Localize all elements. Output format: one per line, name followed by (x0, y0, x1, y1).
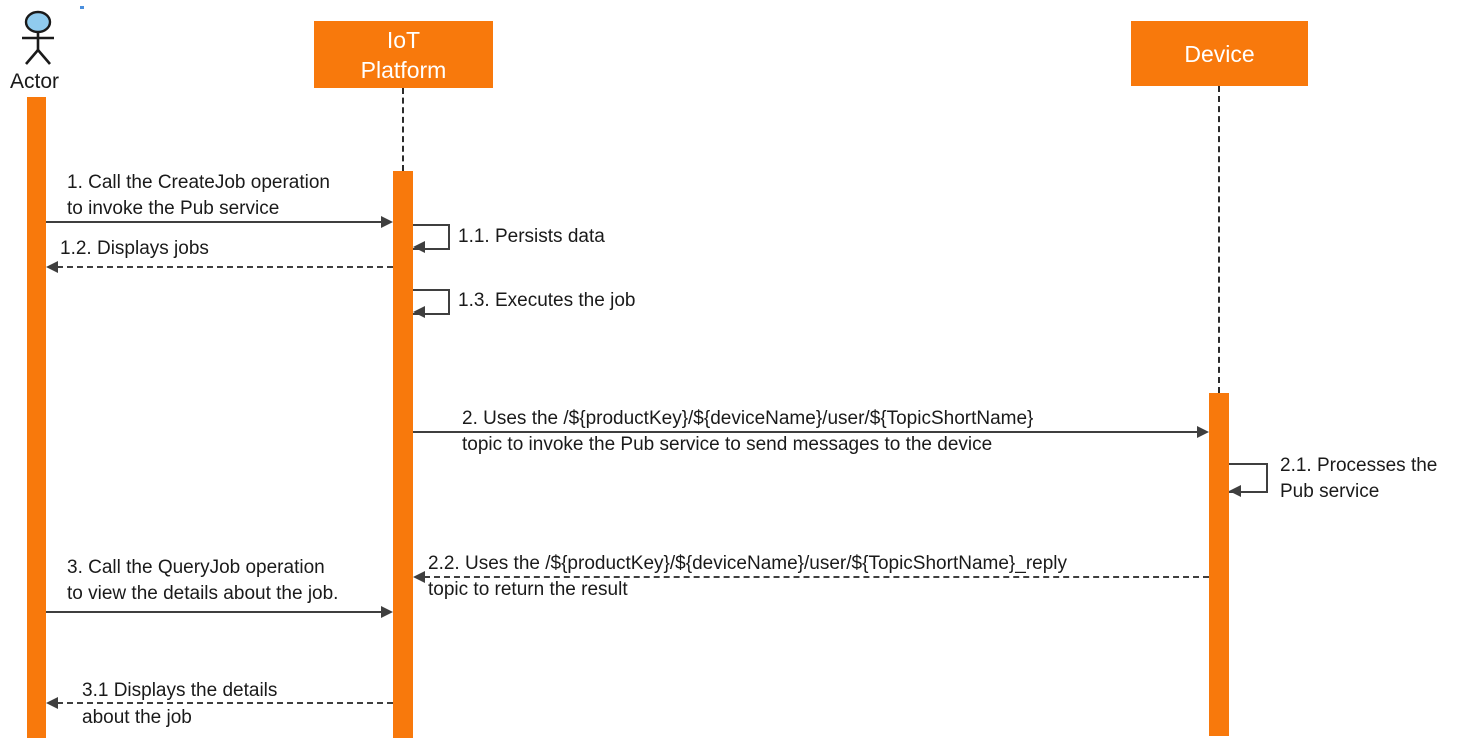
iot-platform-label-line2: Platform (360, 56, 447, 83)
message-2-line (413, 431, 1198, 433)
message-1-2-arrowhead-icon (46, 261, 58, 273)
message-3-arrowhead-icon (381, 606, 393, 618)
message-2-2-line (424, 576, 1209, 578)
message-1-line (46, 221, 382, 223)
message-2-2-label: 2.2. Uses the /${productKey}/${deviceNam… (428, 553, 1067, 600)
participant-device: Device (1131, 21, 1308, 86)
message-2-2-arrowhead-icon (413, 571, 425, 583)
message-3-1-arrowhead-icon (46, 697, 58, 709)
message-2-1-loop (1229, 463, 1268, 493)
iot-platform-label-line1: IoT (386, 26, 421, 53)
message-1-1-loop (413, 224, 450, 250)
message-3-label: 3. Call the QueryJob operation to view t… (67, 557, 339, 604)
stray-dot (80, 6, 84, 9)
iot-platform-lifeline (402, 88, 404, 171)
message-1-arrowhead-icon (381, 216, 393, 228)
message-1-2-line (57, 266, 393, 268)
participant-iot-platform: IoT Platform (314, 21, 493, 88)
device-activation-bar (1209, 393, 1229, 736)
message-3-1-label: 3.1 Displays the details about the job (82, 680, 278, 728)
message-2-label: 2. Uses the /${productKey}/${deviceName}… (462, 408, 1034, 455)
message-1-label: 1. Call the CreateJob operation to invok… (67, 172, 330, 219)
message-1-1-label: 1.1. Persists data (458, 226, 605, 247)
iot-platform-activation-bar (393, 171, 413, 738)
actor-icon (22, 10, 54, 65)
message-2-1-label: 2.1. Processes the Pub service (1280, 455, 1438, 502)
message-2-1-arrowhead-icon (1229, 485, 1241, 497)
message-2-arrowhead-icon (1197, 426, 1209, 438)
actor-activation-bar (27, 97, 46, 738)
message-3-line (46, 611, 382, 613)
message-1-2-label: 1.2. Displays jobs (60, 238, 209, 259)
message-1-3-arrowhead-icon (413, 306, 425, 318)
message-1-3-loop (413, 289, 450, 315)
device-label: Device (1184, 40, 1255, 67)
message-3-1-line (57, 702, 393, 704)
device-lifeline (1218, 86, 1220, 393)
message-1-1-arrowhead-icon (413, 241, 425, 253)
message-1-3-label: 1.3. Executes the job (458, 290, 636, 311)
actor-label: Actor (10, 70, 60, 93)
